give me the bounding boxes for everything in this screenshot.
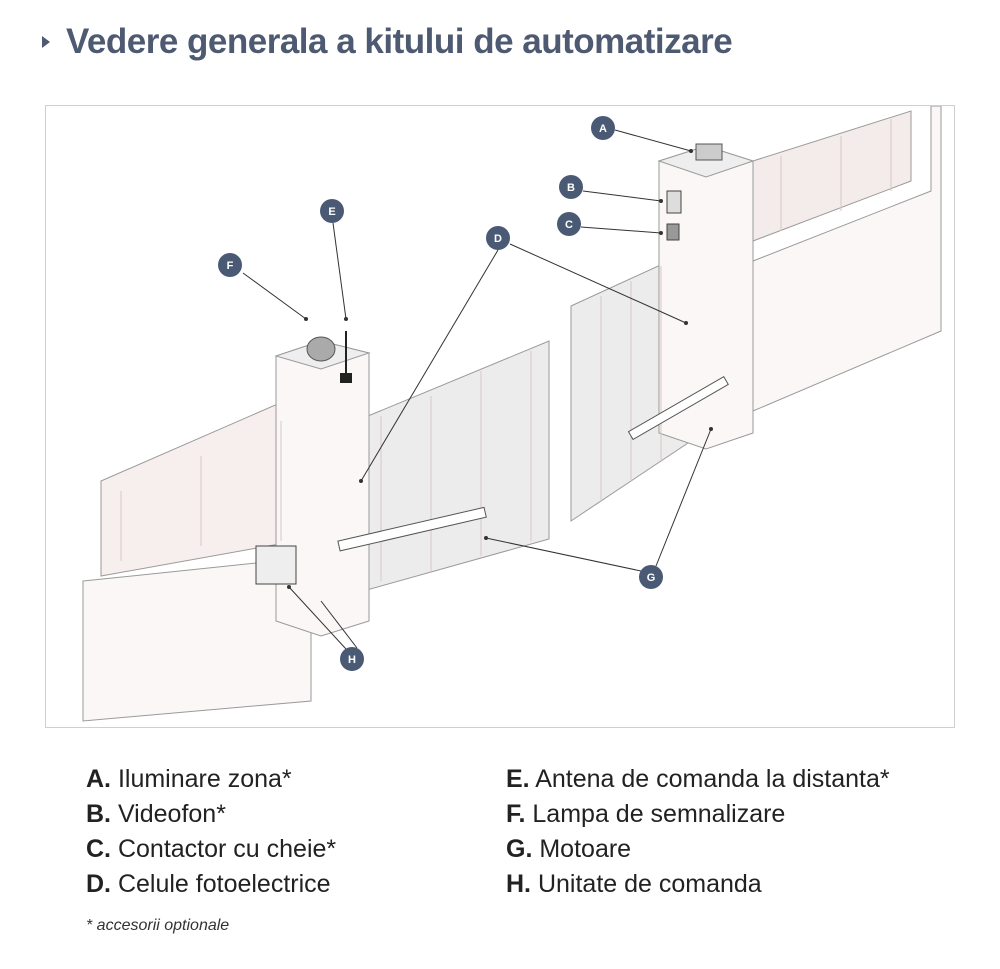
legend-item: D. Celule fotoelectrice — [86, 870, 331, 898]
triangle-bullet-icon — [42, 36, 50, 48]
signal-lamp-device — [306, 336, 336, 362]
svg-text:G: G — [647, 572, 656, 584]
marker-f: F — [218, 253, 242, 277]
title-text: Vedere generala a kitului de automatizar… — [66, 22, 733, 61]
legend-item: C. Contactor cu cheie* — [86, 835, 337, 863]
left-pillar — [275, 340, 370, 637]
legend-item: H. Unitate de comanda — [506, 870, 762, 898]
videophone-device — [666, 190, 682, 214]
legend-column-2: E. Antena de comanda la distanta* F. Lam… — [506, 762, 890, 902]
page-title: Vedere generala a kitului de automatizar… — [42, 22, 733, 62]
legend-item: A. Iluminare zona* — [86, 765, 292, 793]
marker-e: E — [320, 199, 344, 223]
svg-text:C: C — [565, 219, 573, 231]
svg-text:F: F — [227, 260, 234, 272]
marker-g: G — [639, 565, 663, 589]
control-unit-device — [255, 545, 297, 585]
left-wall — [82, 560, 312, 722]
left-gate — [355, 340, 550, 594]
svg-text:E: E — [328, 206, 335, 218]
key-switch-device — [666, 223, 680, 241]
right-motor — [627, 375, 729, 441]
gate-automation-diagram: A B C D E F G H — [45, 105, 955, 728]
area-light-device — [695, 143, 723, 161]
svg-text:H: H — [348, 654, 356, 666]
svg-text:B: B — [567, 182, 575, 194]
legend-item: E. Antena de comanda la distanta* — [506, 765, 890, 793]
marker-d: D — [486, 226, 510, 250]
legend-item: G. Motoare — [506, 835, 632, 863]
gate-illustration: A B C D E F G H — [82, 106, 942, 722]
marker-b: B — [559, 175, 583, 199]
marker-a: A — [591, 116, 615, 140]
left-motor — [337, 506, 487, 552]
legend-item: B. Videofon* — [86, 800, 226, 828]
legend-column-1: A. Iluminare zona* B. Videofon* C. Conta… — [86, 762, 336, 902]
footnote: * accesorii optionale — [86, 917, 230, 934]
marker-h: H — [340, 647, 364, 671]
svg-text:D: D — [494, 233, 502, 245]
legend-item: F. Lampa de semnalizare — [506, 800, 786, 828]
svg-text:A: A — [599, 123, 607, 135]
marker-c: C — [557, 212, 581, 236]
